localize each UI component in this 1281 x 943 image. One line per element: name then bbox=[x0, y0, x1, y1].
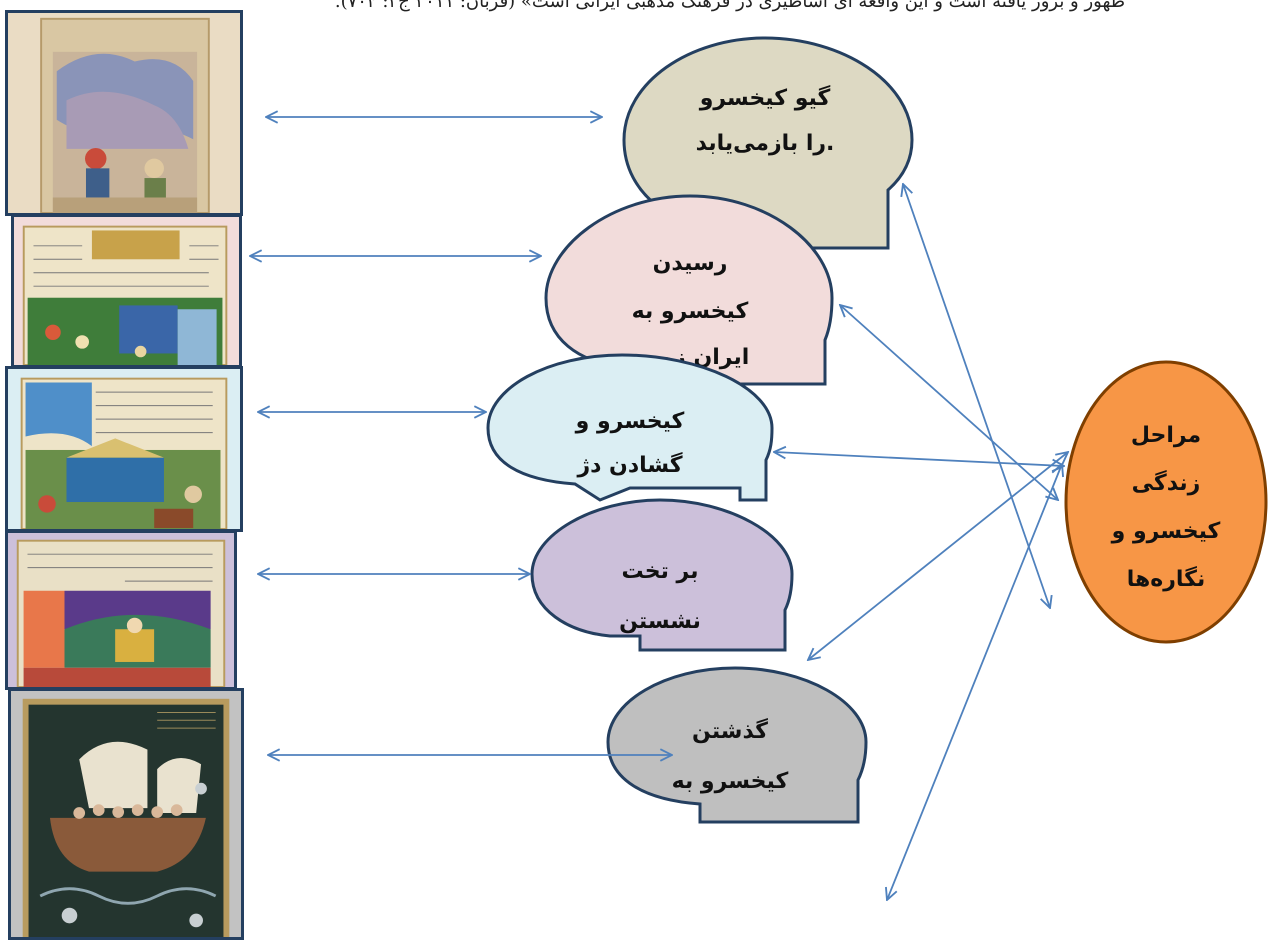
stage-5-line-1: گذشتن bbox=[692, 717, 768, 744]
center-arrow-5 bbox=[887, 464, 1062, 900]
center-arrow-4 bbox=[808, 452, 1068, 660]
stage-5-line-2: کیخسرو به bbox=[672, 769, 789, 794]
center-line-3: کیخسرو و bbox=[1111, 519, 1221, 544]
center-line-4: نگاره‌ها bbox=[1127, 565, 1205, 592]
stage-1-line-1: گیو کیخسرو bbox=[699, 84, 831, 111]
painting-kaikhosrow-arrives-iran bbox=[11, 214, 242, 368]
stage-bubble-5: گذشتن کیخسرو به bbox=[606, 666, 868, 824]
painting-enthronement bbox=[5, 530, 237, 690]
center-arrow-1 bbox=[903, 184, 1050, 608]
painting-crossing-sea bbox=[8, 688, 244, 940]
center-line-1: مراحل bbox=[1131, 423, 1201, 448]
center-arrow-3 bbox=[774, 452, 1064, 466]
stage-3-line-2: گشادن دژ bbox=[576, 451, 682, 478]
stage-bubble-4: بر تخت نشستن bbox=[530, 498, 794, 652]
stage-1-line-2: را بازمی‌یابد. bbox=[696, 131, 835, 156]
center-arrow-2 bbox=[840, 305, 1058, 500]
stage-4-line-2: نشستن bbox=[619, 609, 701, 634]
painting-conquering-fortress bbox=[5, 366, 243, 532]
stage-bubble-3: کیخسرو و گشادن دژ bbox=[486, 353, 774, 502]
painting-giv-finds-kaikhosrow bbox=[5, 10, 243, 216]
caption-top: ظهور و بروز یافته است و این واقعه ای اسا… bbox=[334, 0, 1126, 12]
center-line-2: زندگی bbox=[1132, 469, 1201, 496]
stage-bubble-2: رسیدن کیخسرو به ایران زمین bbox=[544, 194, 834, 386]
center-node: مراحل زندگی کیخسرو و نگاره‌ها bbox=[1064, 360, 1268, 644]
stage-4-line-1: بر تخت bbox=[621, 559, 698, 584]
stage-2-line-1: رسیدن bbox=[653, 251, 728, 276]
stage-3-line-1: کیخسرو و bbox=[575, 409, 685, 434]
stage-2-line-2: کیخسرو به bbox=[632, 299, 749, 324]
